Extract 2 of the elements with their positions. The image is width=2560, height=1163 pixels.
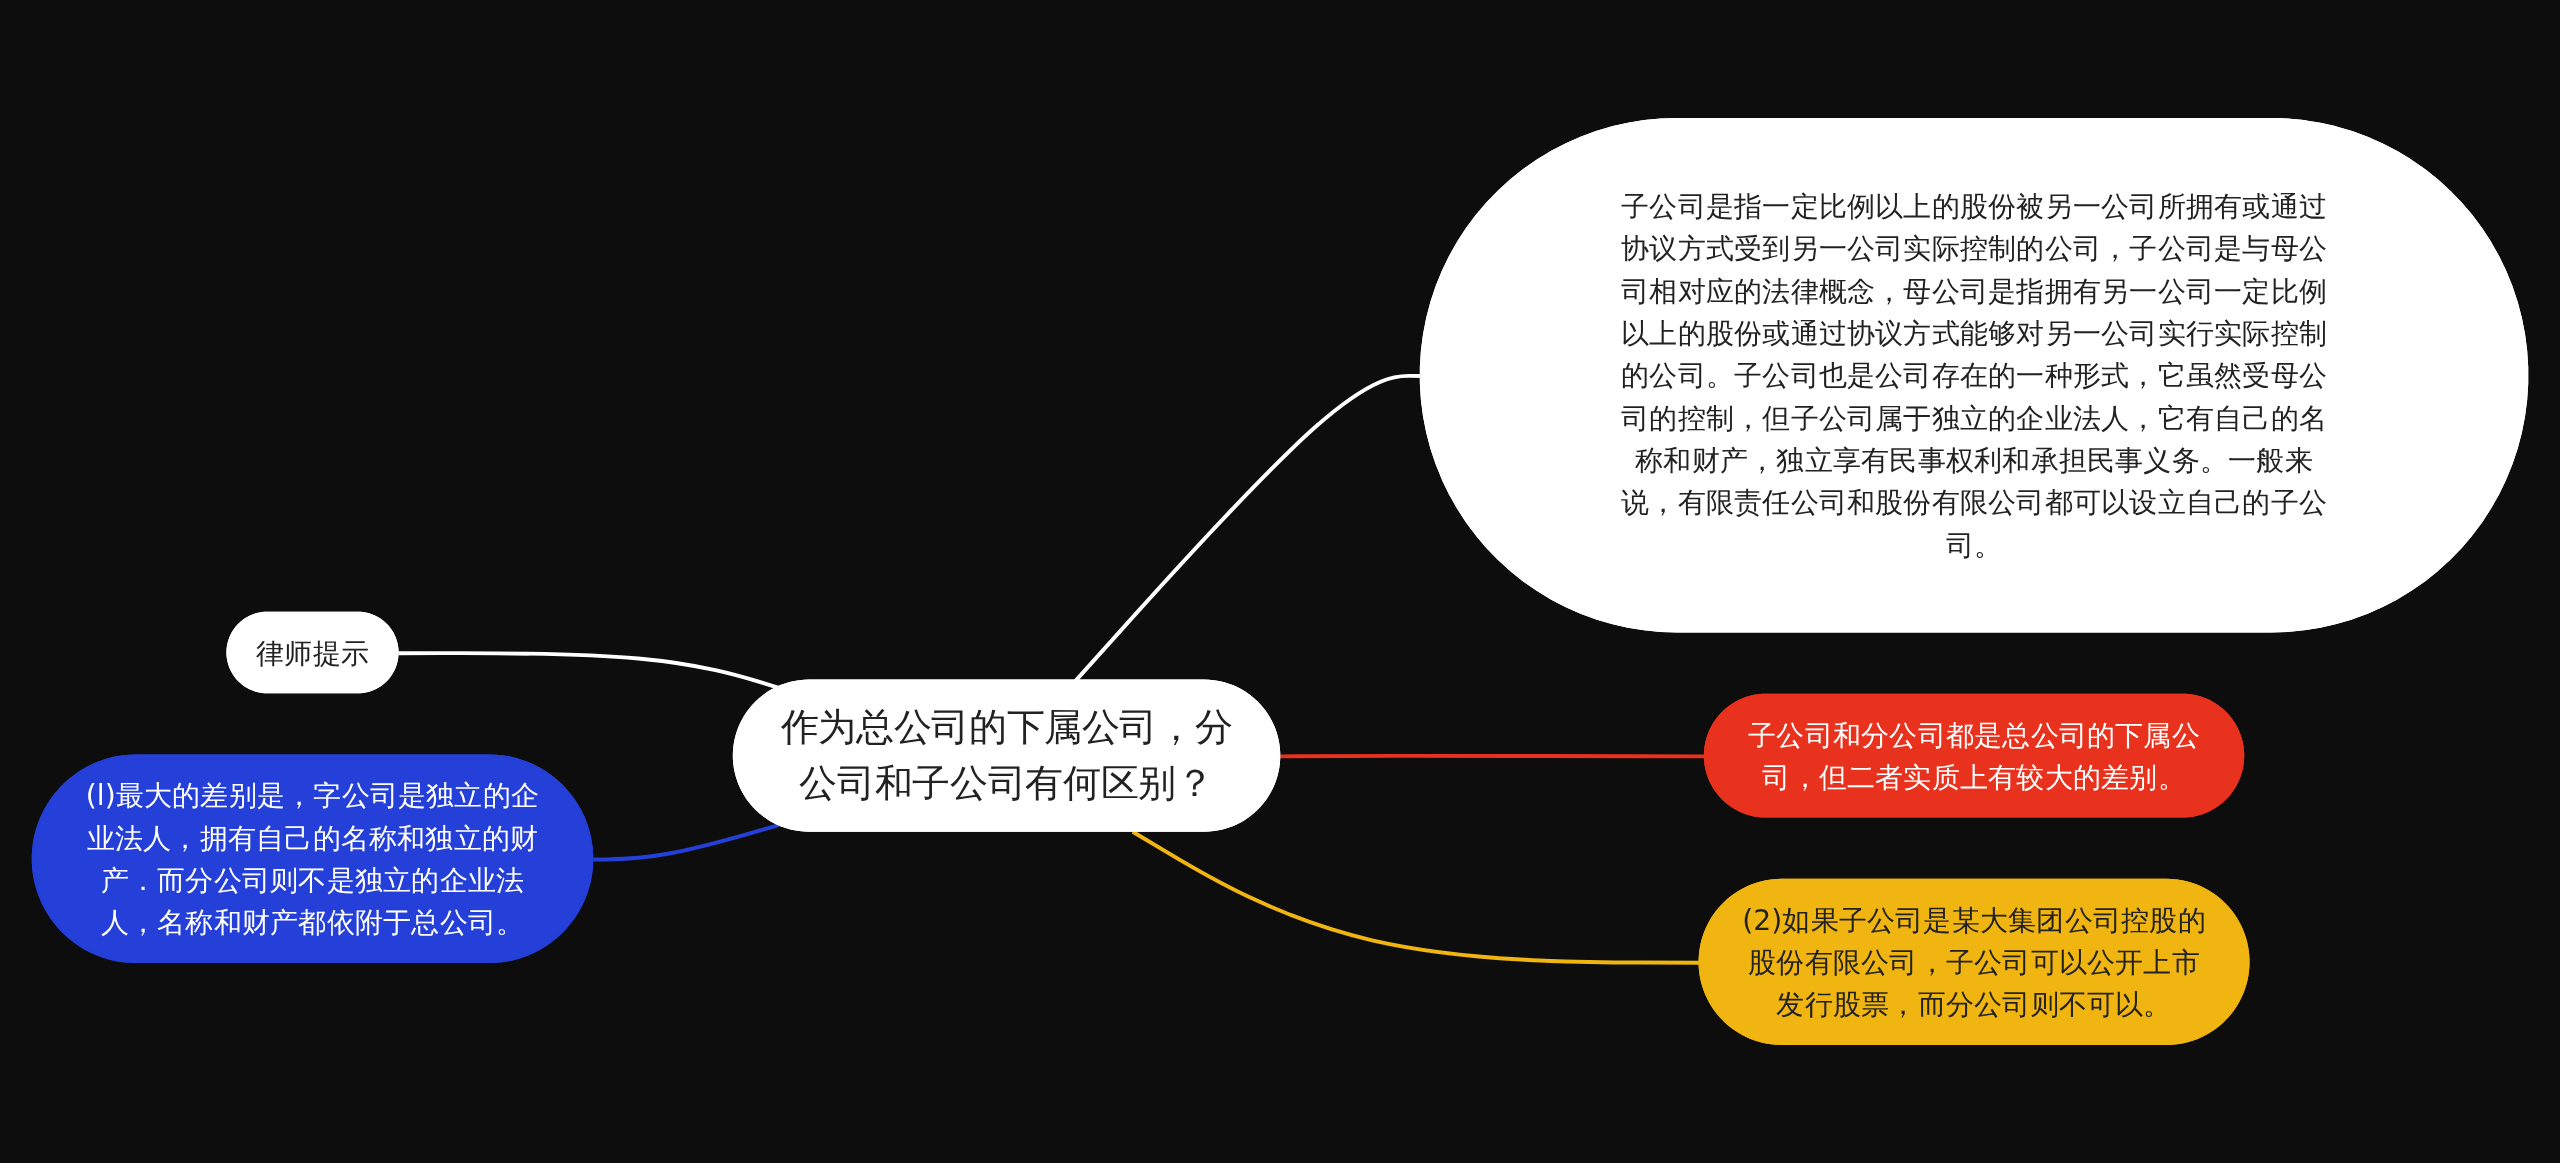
connector bbox=[398, 651, 780, 690]
connector bbox=[593, 823, 780, 862]
